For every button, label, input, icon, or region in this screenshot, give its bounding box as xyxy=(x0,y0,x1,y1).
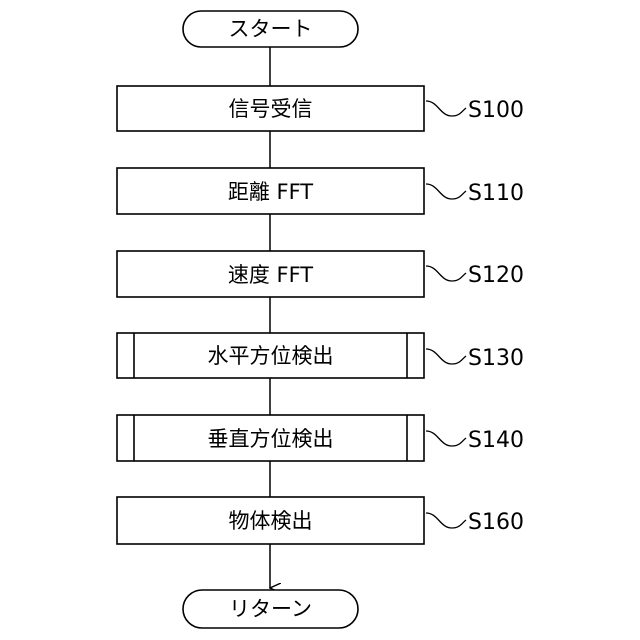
step-s100: 信号受信 S100 xyxy=(117,86,524,131)
step-s120: 速度 FFT S120 xyxy=(117,251,524,297)
step-s140-leader xyxy=(426,431,466,446)
step-s110: 距離 FFT S110 xyxy=(117,168,524,214)
step-s130-leader xyxy=(426,349,466,364)
start-terminal: スタート xyxy=(183,11,358,47)
step-s130-label: 水平方位検出 xyxy=(208,344,334,368)
step-s130: 水平方位検出 S130 xyxy=(117,333,524,378)
step-s160: 物体検出 S160 xyxy=(117,497,524,544)
step-s120-label: 速度 FFT xyxy=(228,263,313,287)
step-s120-leader xyxy=(426,266,466,281)
step-s110-id: S110 xyxy=(468,181,524,206)
step-s160-label: 物体検出 xyxy=(229,509,313,533)
step-s160-id: S160 xyxy=(468,510,524,535)
step-s130-id: S130 xyxy=(468,346,524,371)
start-label: スタート xyxy=(229,17,313,41)
step-s140: 垂直方位検出 S140 xyxy=(117,415,524,461)
step-s140-label: 垂直方位検出 xyxy=(208,427,334,451)
step-s120-id: S120 xyxy=(468,263,524,288)
step-s110-leader xyxy=(426,184,466,199)
step-s100-leader xyxy=(426,101,466,116)
step-s100-id: S100 xyxy=(468,98,524,123)
step-s140-id: S140 xyxy=(468,428,524,453)
step-s110-label: 距離 FFT xyxy=(228,180,313,204)
step-s160-leader xyxy=(426,513,466,528)
step-s100-label: 信号受信 xyxy=(229,97,313,121)
end-terminal: リターン xyxy=(183,590,358,628)
end-label: リターン xyxy=(229,597,312,621)
